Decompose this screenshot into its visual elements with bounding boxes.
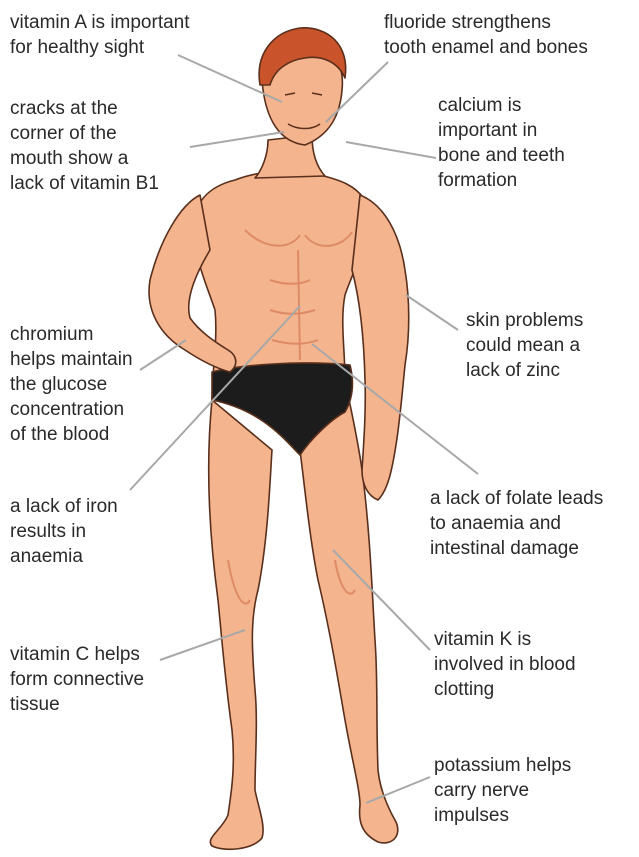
label-line: lack of zinc (466, 358, 583, 383)
human-figure (149, 28, 409, 849)
label-line: of the blood (10, 422, 133, 447)
label-line: a lack of iron (10, 494, 118, 519)
label-vitamin-k: vitamin K is involved in blood clotting (434, 627, 576, 702)
right-arm (352, 195, 409, 500)
label-line: formation (438, 168, 565, 193)
label-line: anaemia (10, 544, 118, 569)
label-line: vitamin K is (434, 627, 576, 652)
label-vitamin-a: vitamin A is important for healthy sight (10, 10, 190, 60)
label-line: involved in blood (434, 652, 576, 677)
label-line: potassium helps (434, 753, 571, 778)
left-leg (209, 400, 272, 849)
label-vitamin-b1: cracks at the corner of the mouth show a… (10, 96, 159, 196)
label-line: intestinal damage (430, 536, 603, 561)
label-zinc: skin problems could mean a lack of zinc (466, 308, 583, 383)
label-iron: a lack of iron results in anaemia (10, 494, 118, 569)
label-line: results in (10, 519, 118, 544)
label-line: lack of vitamin B1 (10, 171, 159, 196)
label-vitamin-c: vitamin C helps form connective tissue (10, 642, 144, 717)
label-line: fluoride strengthens (384, 10, 588, 35)
label-line: concentration (10, 397, 133, 422)
label-line: important in (438, 118, 565, 143)
label-chromium: chromium helps maintain the glucose conc… (10, 322, 133, 447)
leader-line-calcium (346, 142, 436, 158)
leader-line-chromium (140, 340, 186, 370)
label-folate: a lack of folate leads to anaemia and in… (430, 486, 603, 561)
leader-line-zinc (406, 295, 458, 330)
label-line: tooth enamel and bones (384, 35, 588, 60)
label-line: a lack of folate leads (430, 486, 603, 511)
label-line: corner of the (10, 121, 159, 146)
label-line: for healthy sight (10, 35, 190, 60)
label-line: chromium (10, 322, 133, 347)
label-line: could mean a (466, 333, 583, 358)
label-line: clotting (434, 677, 576, 702)
label-line: bone and teeth (438, 143, 565, 168)
label-line: form connective (10, 667, 144, 692)
label-potassium: potassium helps carry nerve impulses (434, 753, 571, 828)
label-line: calcium is (438, 93, 565, 118)
neck (255, 135, 325, 178)
label-calcium: calcium is important in bone and teeth f… (438, 93, 565, 193)
label-line: carry nerve (434, 778, 571, 803)
label-line: vitamin C helps (10, 642, 144, 667)
label-fluoride: fluoride strengthens tooth enamel and bo… (384, 10, 588, 60)
label-line: the glucose (10, 372, 133, 397)
label-line: mouth show a (10, 146, 159, 171)
label-line: helps maintain (10, 347, 133, 372)
label-line: skin problems (466, 308, 583, 333)
label-line: vitamin A is important (10, 10, 190, 35)
label-line: cracks at the (10, 96, 159, 121)
label-line: to anaemia and (430, 511, 603, 536)
label-line: tissue (10, 692, 144, 717)
label-line: impulses (434, 803, 571, 828)
